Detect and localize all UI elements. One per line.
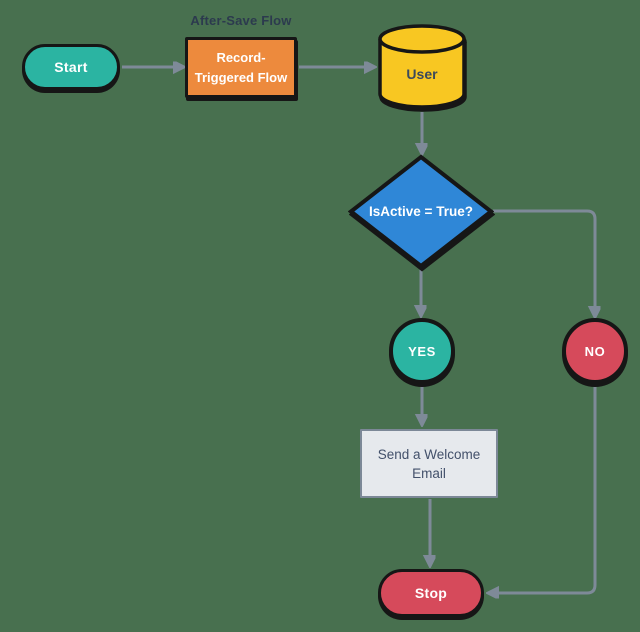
node-record-triggered-flow: Record- Triggered Flow xyxy=(185,37,297,98)
diamond xyxy=(348,154,494,269)
record-triggered-flow-label: Record- Triggered Flow xyxy=(194,49,288,85)
database-cylinder-shape xyxy=(378,24,466,109)
edge-no-to-stop xyxy=(489,384,597,593)
node-user-database: User xyxy=(376,22,468,112)
yes-label: YES xyxy=(408,343,436,359)
node-isactive-decision: IsActive = True? xyxy=(348,154,494,269)
node-send-welcome-email: Send a Welcome Email xyxy=(360,429,498,498)
decision-diamond-shape xyxy=(348,154,494,269)
no-label: NO xyxy=(584,343,606,359)
node-no: NO xyxy=(562,318,628,384)
edge-decision-to-no xyxy=(493,209,595,316)
cylinder-top xyxy=(378,24,466,54)
after-save-flow-annotation: After-Save Flow xyxy=(190,13,292,28)
user-label: User xyxy=(406,66,438,82)
isactive-decision-label: IsActive = True? xyxy=(369,204,473,219)
send-welcome-email-label: Send a Welcome Email xyxy=(377,446,481,481)
node-start: Start xyxy=(22,44,120,90)
node-stop: Stop xyxy=(378,569,484,617)
node-yes: YES xyxy=(389,318,455,384)
cylinder-body xyxy=(378,39,466,109)
start-label: Start xyxy=(54,59,88,75)
stop-label: Stop xyxy=(414,585,448,601)
